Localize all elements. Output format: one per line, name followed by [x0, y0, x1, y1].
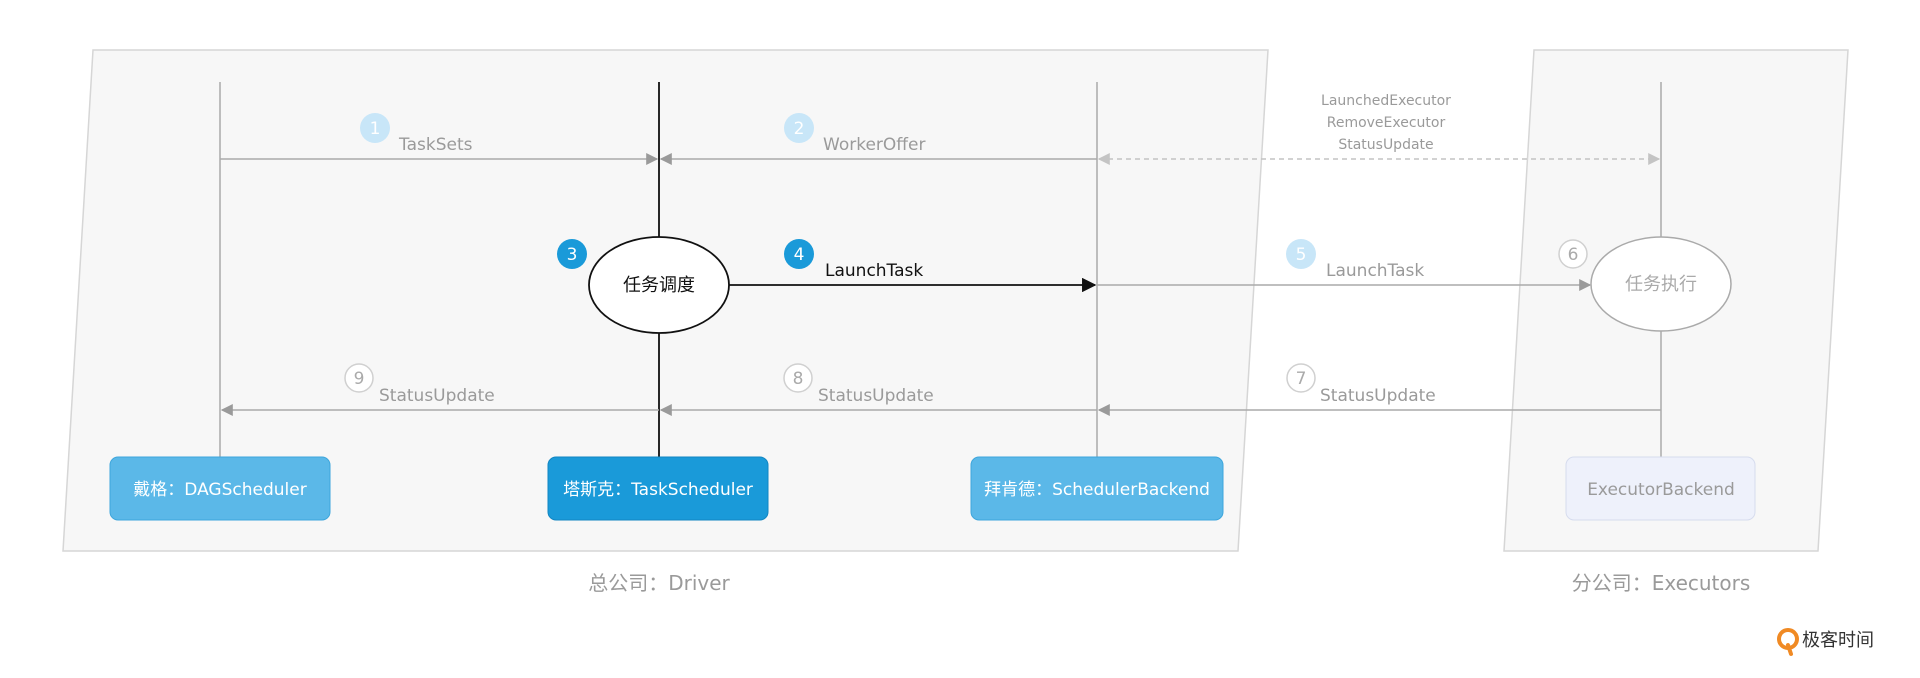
step-6: 6 [1558, 239, 1588, 269]
executor-message-3: StatusUpdate [1338, 137, 1433, 153]
step-num-4: 4 [794, 245, 805, 265]
step-5: 5 LaunchTask [1286, 239, 1424, 281]
executor-backend-box [1565, 456, 1756, 521]
executors-region-label: 分公司：Executors [1572, 571, 1751, 595]
step-badge-8 [783, 363, 813, 393]
step-1: 1 TaskSets [360, 113, 473, 155]
scheduler-backend-label: 拜肯德：SchedulerBackend [984, 480, 1210, 500]
step-9: 9 StatusUpdate [344, 363, 495, 406]
step-badge-5 [1286, 239, 1316, 269]
step-badge-4 [784, 239, 814, 269]
step-badge-3 [557, 239, 587, 269]
step-badge-6 [1558, 239, 1588, 269]
step-3: 3 [557, 239, 587, 269]
geektime-logo: 极客时间 [1777, 628, 1874, 656]
step-num-8: 8 [793, 369, 804, 389]
step-num-6: 6 [1568, 245, 1579, 265]
step-2: 2 WorkerOffer [784, 113, 925, 155]
schedule-node [588, 236, 730, 334]
step-num-2: 2 [794, 119, 805, 139]
step-num-5: 5 [1296, 245, 1307, 265]
logo-tail-icon [1786, 643, 1793, 656]
step-label-4: LaunchTask [825, 261, 923, 281]
step-label-8: StatusUpdate [818, 386, 934, 406]
step-badge-7 [1286, 363, 1316, 393]
step-label-9: StatusUpdate [379, 386, 495, 406]
step-4: 4 LaunchTask [784, 239, 923, 281]
step-badge-1 [360, 113, 390, 143]
scheduler-backend-box [970, 456, 1224, 521]
step-label-1: TaskSets [398, 135, 473, 155]
task-scheduler-label: 塔斯克：TaskScheduler [563, 480, 753, 500]
logo-text: 极客时间 [1802, 630, 1874, 651]
execute-node [1590, 236, 1732, 332]
step-num-1: 1 [370, 119, 381, 139]
dag-scheduler-box [109, 456, 331, 521]
step-8: 8 StatusUpdate [783, 363, 934, 406]
step-num-3: 3 [567, 245, 578, 265]
driver-region-label: 总公司：Driver [588, 571, 730, 595]
step-label-7: StatusUpdate [1320, 386, 1436, 406]
step-7: 7 StatusUpdate [1286, 363, 1436, 406]
task-scheduler-box [547, 456, 769, 521]
step-label-5: LaunchTask [1326, 261, 1424, 281]
executor-message-1: LaunchedExecutor [1321, 93, 1451, 109]
step-badge-9 [344, 363, 374, 393]
step-label-2: WorkerOffer [823, 135, 925, 155]
step-num-9: 9 [354, 369, 365, 389]
schedule-node-label: 任务调度 [623, 275, 695, 296]
execute-node-label: 任务执行 [1625, 274, 1697, 295]
executor-message-2: RemoveExecutor [1327, 115, 1446, 131]
dag-scheduler-label: 戴格：DAGScheduler [133, 480, 306, 500]
step-badge-2 [784, 113, 814, 143]
executor-backend-label: ExecutorBackend [1587, 480, 1735, 500]
step-num-7: 7 [1296, 369, 1307, 389]
